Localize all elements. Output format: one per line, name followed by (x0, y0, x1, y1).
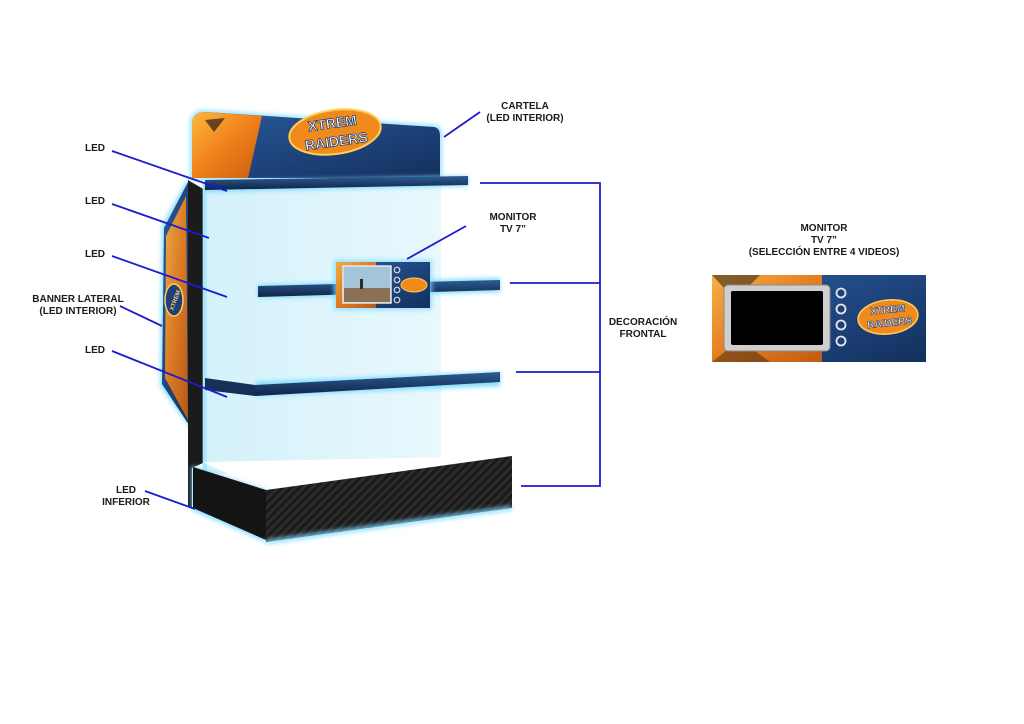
mini-logo (400, 277, 428, 293)
monitor-unit (334, 260, 432, 310)
label-led-3: LED (85, 249, 105, 260)
shelf-3 (205, 372, 500, 396)
callout-line-led-4 (111, 350, 228, 398)
monitor-detail: XTREM RAIDERS (712, 275, 926, 362)
shelf-top (205, 176, 468, 192)
callout-line-monitor (406, 225, 467, 260)
monitor-button-icon (835, 335, 847, 347)
label-monitor-callout: MONITOR TV 7” (478, 212, 548, 236)
callout-line-banner (119, 305, 163, 327)
logo-text-xtrem: XTREM (307, 112, 358, 135)
monitor-button-icon (393, 276, 401, 284)
label-led-4: LED (85, 345, 105, 356)
monitor-button-icon (835, 319, 847, 331)
display-unit: XTREM XTREM RAIDERS (160, 108, 512, 544)
label-cartela-line2: (LED INTERIOR) (486, 113, 564, 124)
label-monitor-detail: MONITOR TV 7” (SELECCIÓN ENTRE 4 VIDEOS) (744, 223, 904, 259)
decoracion-bracket (480, 182, 601, 487)
label-banner-line1: BANNER LATERAL (32, 294, 124, 305)
monitor-button-icon (393, 296, 401, 304)
label-led-inferior: LED INFERIOR (98, 485, 154, 509)
base-plinth (192, 456, 512, 544)
xtrem-raiders-logo: XTREM RAIDERS (288, 108, 382, 156)
monitor-button-icon (835, 287, 847, 299)
banner-lateral: XTREM (160, 178, 193, 432)
label-led-inferior-line2: INFERIOR (102, 497, 150, 508)
label-decoracion-line2: FRONTAL (619, 329, 667, 340)
label-monitor-detail-line3: (SELECCIÓN ENTRE 4 VIDEOS) (748, 247, 900, 258)
label-cartela-line1: CARTELA (501, 101, 549, 112)
label-monitor-line1: MONITOR (489, 212, 537, 223)
label-decoracion-line1: DECORACIÓN (608, 317, 678, 328)
callout-line-led-top (111, 150, 228, 192)
label-decoracion-frontal: DECORACIÓN FRONTAL (603, 317, 683, 341)
side-post (188, 180, 205, 508)
logo-text-raiders: RAIDERS (867, 316, 913, 332)
callout-line-led-inferior (144, 490, 196, 510)
label-led-top: LED (85, 143, 105, 154)
monitor-button-icon (393, 266, 401, 274)
monitor-button-icon (835, 303, 847, 315)
callout-line-led-2 (111, 203, 210, 239)
xtrem-raiders-logo: XTREM RAIDERS (857, 299, 919, 335)
back-panel (203, 184, 441, 474)
label-banner-lateral: BANNER LATERAL (LED INTERIOR) (28, 294, 128, 318)
label-led-inferior-line1: LED (116, 485, 136, 496)
cartela-header-sign: XTREM RAIDERS (190, 108, 442, 180)
label-monitor-detail-line2: TV 7” (810, 235, 838, 246)
monitor-button-icon (393, 286, 401, 294)
label-monitor-line2: TV 7” (499, 224, 527, 235)
callout-line-cartela (443, 111, 481, 138)
label-led-2: LED (85, 196, 105, 207)
callout-lines (111, 111, 601, 510)
logo-text-xtrem: XTREM (870, 303, 906, 318)
monitor-detail-screen (731, 291, 823, 345)
label-cartela: CARTELA (LED INTERIOR) (485, 101, 565, 125)
label-monitor-detail-line1: MONITOR (800, 223, 848, 234)
label-banner-line2: (LED INTERIOR) (39, 306, 117, 317)
callout-line-led-3 (111, 255, 228, 298)
